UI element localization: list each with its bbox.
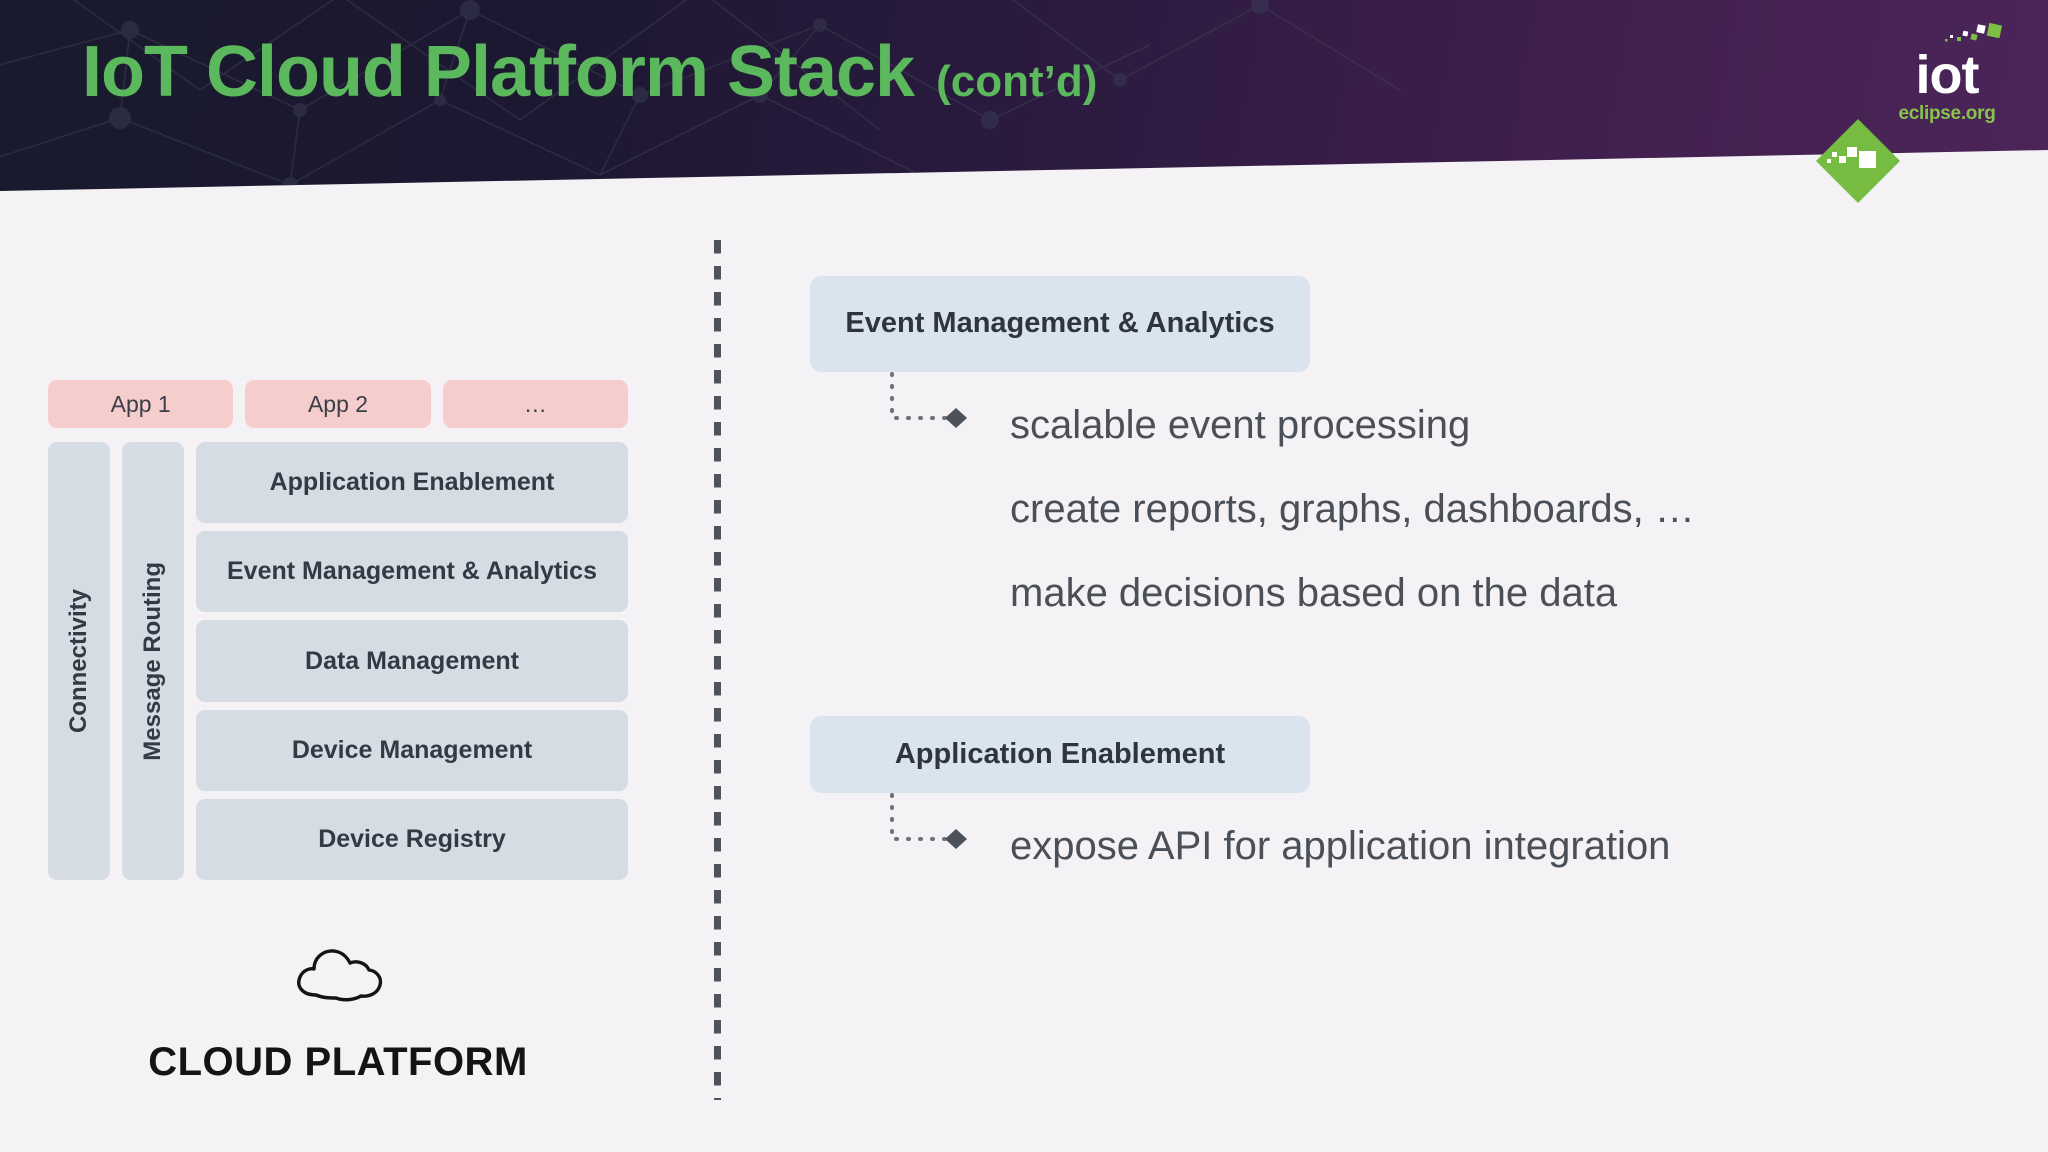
section-bullets: scalable event processing create reports… <box>810 394 1990 624</box>
stack-layer-label: Device Management <box>291 735 533 764</box>
cloud-platform-stack-diagram: App 1 App 2 … Connectivity Message Routi… <box>48 380 628 881</box>
cloud-platform-caption-group: CLOUD PLATFORM <box>48 940 628 1085</box>
eclipse-diamond-icon <box>1816 119 1900 203</box>
section-heading-box[interactable]: Application Enablement <box>810 716 1310 794</box>
apps-row: App 1 App 2 … <box>48 380 628 428</box>
stack-layers-column: Application Enablement Event Management … <box>196 442 628 881</box>
stack-layer-device-management[interactable]: Device Management <box>196 709 628 791</box>
eclipse-iot-logo: iot eclipse.org <box>1884 22 2010 126</box>
logo-wordmark: iot <box>1915 45 1980 105</box>
stack-layer-label: Application Enablement <box>269 468 555 497</box>
dotted-elbow-connector <box>890 372 967 428</box>
section-heading-box[interactable]: Event Management & Analytics <box>810 276 1310 372</box>
content-section-application-enablement: Application Enablement expose API for ap… <box>810 716 1990 877</box>
bullet-line: expose API for application integration <box>1010 824 1671 869</box>
app-box-label: App 1 <box>110 390 171 417</box>
content-panel: Event Management & Analytics scalable ev… <box>810 276 1990 877</box>
cloud-platform-caption: CLOUD PLATFORM <box>148 1040 528 1084</box>
section-heading-label: Application Enablement <box>894 738 1226 770</box>
stack-layer-label: Event Management & Analytics <box>226 557 597 586</box>
bullet-line: create reports, graphs, dashboards, … <box>1010 487 1695 531</box>
network-pattern-decoration <box>0 0 1401 191</box>
app-box[interactable]: App 2 <box>245 380 431 428</box>
content-section-event-management: Event Management & Analytics scalable ev… <box>810 276 1990 624</box>
logo-squares-decoration <box>1945 22 2003 42</box>
app-box[interactable]: … <box>442 380 628 428</box>
stack-body: Connectivity Message Routing Application… <box>48 442 628 881</box>
stack-side-column-connectivity[interactable]: Connectivity <box>48 442 110 880</box>
app-box-label: App 2 <box>307 390 369 417</box>
bullet-line: scalable event processing <box>1010 403 1471 447</box>
stack-layer-event-management-analytics[interactable]: Event Management & Analytics <box>196 531 628 613</box>
stack-side-column-message-routing[interactable]: Message Routing <box>122 442 184 880</box>
app-box[interactable]: App 1 <box>48 380 234 428</box>
side-column-label: Message Routing <box>139 561 166 761</box>
page-title: IoT Cloud Platform Stack (cont’d) <box>82 36 1097 108</box>
dotted-elbow-connector <box>890 793 967 850</box>
stack-layer-application-enablement[interactable]: Application Enablement <box>196 442 628 524</box>
stack-layer-label: Device Registry <box>318 824 506 853</box>
bullet-line: make decisions based on the data <box>1010 571 1618 615</box>
stack-layer-device-registry[interactable]: Device Registry <box>196 798 628 881</box>
title-main-text: IoT Cloud Platform Stack <box>82 32 915 112</box>
side-column-label: Connectivity <box>65 588 92 734</box>
slide-header: IoT Cloud Platform Stack (cont’d) iot ec… <box>0 0 2048 191</box>
logo-domain: eclipse.org <box>1898 103 1996 124</box>
cloud-icon <box>297 949 383 1002</box>
app-box-label: … <box>523 390 547 417</box>
stack-layer-label: Data Management <box>305 646 519 675</box>
section-heading-label: Event Management & Analytics <box>845 307 1275 340</box>
vertical-dotted-divider <box>714 240 721 1100</box>
section-bullets: expose API for application integration <box>810 815 1990 877</box>
title-suffix-text: (cont’d) <box>936 57 1098 106</box>
stack-layer-data-management[interactable]: Data Management <box>196 620 628 702</box>
